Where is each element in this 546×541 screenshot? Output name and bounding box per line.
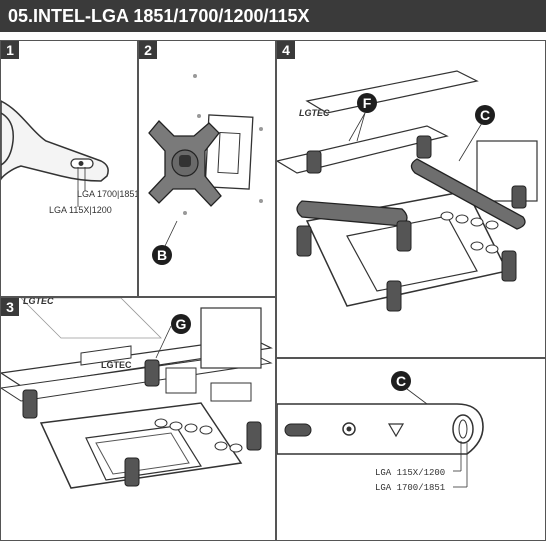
svg-text:LGTEC: LGTEC xyxy=(23,298,54,306)
pointer-icon xyxy=(284,423,312,437)
step-4-illustration: F C LGTEC xyxy=(277,70,538,312)
step-2-number: 2 xyxy=(139,41,157,59)
detail-illustration: C LGA 115X/1200 LGA 1700/1851 xyxy=(277,371,484,493)
label-lga-115x-1200-detail: LGA 115X/1200 xyxy=(375,468,445,478)
callout-c-badge-detail xyxy=(391,371,411,391)
label-lga-1700-1851-detail: LGA 1700/1851 xyxy=(375,483,445,493)
label-lga-115x-1200: LGA 115X|1200 xyxy=(49,205,112,215)
callout-f-text: F xyxy=(363,95,372,111)
board-text-3: LGTEC xyxy=(101,360,132,370)
step-1-panel: 1 LGA 1700|1851 LGA 115X|1200 xyxy=(0,40,138,297)
bracket-detail-drawing xyxy=(277,403,484,455)
step-2-illustration: B xyxy=(148,74,263,265)
step-3-number: 3 xyxy=(1,298,19,316)
step-1-number: 1 xyxy=(1,41,19,59)
step-4-number: 4 xyxy=(277,41,295,59)
step-3-illustration: G LGTEC LGTEC xyxy=(1,298,273,489)
standoff-drawing xyxy=(296,135,527,312)
callout-c-text: C xyxy=(480,107,490,123)
callout-g-text: G xyxy=(176,316,187,332)
step-3-panel: 3 G LGTEC LGTEC xyxy=(0,297,276,541)
callout-g-badge xyxy=(171,314,191,334)
callout-f-badge xyxy=(357,93,377,113)
detail-panel: C LGA 115X/1200 LGA 1700/1851 xyxy=(276,358,546,541)
down-triangle-icon xyxy=(387,423,405,438)
mounting-bracket-drawing xyxy=(296,158,526,230)
callout-c-text-detail: C xyxy=(396,373,406,389)
step-4-panel: 4 F C LGTEC xyxy=(276,40,546,358)
board-text-4: LGTEC xyxy=(299,108,330,118)
step-1-illustration: LGA 1700|1851 LGA 115X|1200 xyxy=(1,100,138,215)
standoff-drawing xyxy=(22,359,262,487)
callout-b-text: B xyxy=(157,247,167,263)
callout-b-badge xyxy=(152,245,172,265)
step-2-panel: 2 B xyxy=(138,40,276,297)
label-lga-1700-1851: LGA 1700|1851 xyxy=(77,189,138,199)
callout-c-badge xyxy=(475,105,495,125)
page-title: 05.INTEL-LGA 1851/1700/1200/115X xyxy=(0,0,546,32)
bracket-arm-drawing xyxy=(1,100,109,182)
